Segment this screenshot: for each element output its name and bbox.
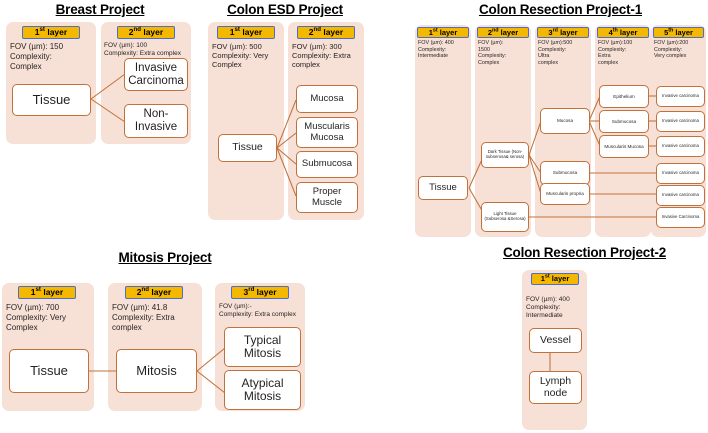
breast-layer2-chip-label: 2nd layer (128, 26, 164, 38)
cr1-node-invasive-1: Invasive carcinoma (656, 86, 705, 107)
cr1-layer3-chip-label: 3rd layer (548, 27, 578, 37)
breast-node-tissue: Tissue (12, 84, 91, 116)
breast-layer1-chip-label: 1st layer (34, 26, 68, 38)
breast-layer2-meta: FOV (µm): 100 Complexity: Extra complex (104, 42, 181, 57)
cr2-layer1-meta: FOV (µm): 400 Complexity: Intermediate (526, 296, 570, 320)
colon-esd-layer1-chip: 1st layer (217, 26, 275, 39)
colon-esd-node-mucosa: Mucosa (296, 85, 358, 113)
mitosis-layer1-meta: FOV (µm): 700 Complexity: Very Complex (6, 303, 67, 332)
cr1-layer2-chip-label: 2nd layer (487, 27, 519, 37)
mitosis-layer3-chip-label: 3rd layer (243, 286, 277, 298)
colon-esd-layer2-meta: FOV (µm): 300 Complexity: Extra complex (292, 42, 351, 70)
mitosis-node-mitosis: Mitosis (116, 349, 197, 393)
cr1-node-invasive-2: Invasive carcinoma (656, 111, 705, 132)
mitosis-layer3-chip: 3rd layer (231, 286, 289, 299)
mitosis-node-atypical-mitosis: Atypical Mitosis (224, 370, 301, 410)
cr1-node-mucosa: Mucosa (540, 108, 590, 134)
cr1-node-epithelium: Epithelium (599, 85, 649, 108)
mitosis-layer2-chip: 2nd layer (125, 286, 183, 299)
cr2-layer1-chip: 1st layer (531, 273, 579, 285)
colon-esd-project-title: Colon ESD Project (227, 2, 343, 17)
cr1-layer1-chip-label: 1st layer (428, 27, 458, 37)
mitosis-layer1-chip-label: 1st layer (30, 286, 64, 298)
mitosis-node-typical-mitosis: Typical Mitosis (224, 327, 301, 367)
cr1-node-submucosa-l3: Submucosa (540, 161, 590, 185)
cr2-node-lymph-node: Lymph node (529, 371, 582, 404)
colon-resection-2-project-title: Colon Resection Project-2 (502, 245, 667, 260)
colon-esd-node-muscularis-mucosa: Muscularis Mucosa (296, 117, 358, 148)
cr1-layer5-meta: FOV (µm):200 Complexity: Very complex (654, 40, 689, 60)
colon-esd-layer1-meta: FOV (µm): 500 Complexity: Very Complex (212, 42, 269, 70)
mitosis-layer1-chip: 1st layer (18, 286, 76, 299)
cr1-layer3-chip: 3rd layer (537, 27, 589, 38)
colon-esd-layer2-chip: 2nd layer (297, 26, 355, 39)
breast-layer2-chip: 2nd layer (117, 26, 175, 39)
breast-layer1-meta: FOV (µm): 150 Complexity: Complex (10, 42, 64, 71)
breast-layer1-chip: 1st layer (22, 26, 80, 39)
cr1-layer3-meta: FOV (µm):500 Complexity: Ultra complex (538, 40, 573, 66)
colon-esd-node-proper-muscle: Proper Muscle (296, 182, 358, 213)
cr1-layer4-meta: FOV (µm):100 Complexity: Extra complex (598, 40, 633, 66)
cr1-layer5-chip: 5th layer (653, 27, 704, 38)
cr1-layer4-chip-label: 4th layer (608, 27, 638, 37)
cr1-node-invasive-5: Invasive carcinoma (656, 185, 705, 206)
cr1-node-muscularis-propria: Muscularis propria (540, 183, 590, 205)
cr1-layer1-panel (415, 25, 471, 237)
cr1-node-muscularis-mucosa-l4: Muscularis Mucosa (599, 135, 649, 158)
colon-esd-layer1-panel (208, 22, 284, 220)
breast-project-title: Breast Project (55, 2, 145, 17)
cr1-node-light-tissue: Light Tissue (Subserosa &Serosa) (481, 202, 529, 232)
cr1-layer2-meta: FOV (µm): 1500 Complexity: Complex (478, 40, 507, 66)
cr1-node-invasive-4: Invasive carcinoma (656, 163, 705, 184)
cr1-layer1-meta: FOV (µm): 400 Complexity: Intermediate (418, 40, 454, 60)
mitosis-node-tissue: Tissue (9, 349, 89, 393)
cr1-node-tissue: Tissue (418, 176, 468, 200)
cr1-node-invasive-6: Invasive Carcinoma (656, 207, 705, 228)
cr1-layer2-chip: 2nd layer (477, 27, 529, 38)
colon-esd-layer2-chip-label: 2nd layer (308, 26, 344, 38)
mitosis-project-title: Mitosis Project (118, 250, 212, 265)
cr1-node-submucosa-l4: Submucosa (599, 110, 649, 133)
cr1-layer4-chip: 4th layer (597, 27, 649, 38)
cr2-layer1-chip-label: 1st layer (540, 273, 570, 284)
cr1-layer5-chip-label: 5th layer (664, 27, 693, 37)
colon-esd-node-submucosa: Submucosa (296, 151, 358, 178)
breast-layer1-panel (6, 22, 96, 144)
breast-node-invasive-carcinoma: Invasive Carcinoma (124, 58, 188, 91)
mitosis-layer2-chip-label: 2nd layer (136, 286, 172, 298)
cr1-layer1-chip: 1st layer (417, 27, 469, 38)
cr1-node-invasive-3: Invasive carcinoma (656, 136, 705, 157)
mitosis-layer3-meta: FOV (µm):- Complexity: Extra complex (219, 303, 296, 318)
cr2-node-vessel: Vessel (529, 328, 582, 353)
colon-esd-node-tissue: Tissue (218, 134, 277, 162)
mitosis-layer2-meta: FOV (µm): 41.8 Complexity: Extra complex (112, 303, 175, 332)
breast-node-non-invasive: Non- Invasive (124, 104, 188, 138)
colon-esd-layer1-chip-label: 1st layer (229, 26, 263, 38)
colon-resection-1-project-title: Colon Resection Project-1 (478, 2, 643, 17)
cr1-node-dark-tissue: Dark Tissue (Non-subserosa& serosa) (481, 142, 529, 168)
